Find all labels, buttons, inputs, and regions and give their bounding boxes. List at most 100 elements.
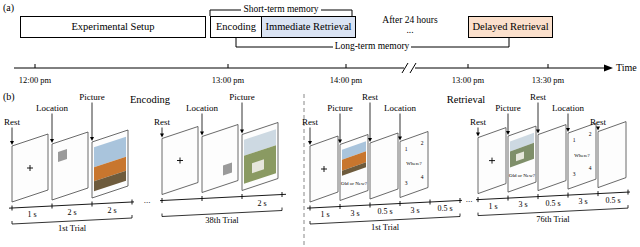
- photo-animal: [516, 151, 524, 161]
- axis-tick: [430, 200, 431, 205]
- screen-slide: [52, 132, 88, 200]
- slide-prompt: Old or New?: [509, 173, 535, 178]
- axis-tick: [400, 201, 401, 206]
- axis-tick: [228, 64, 229, 68]
- time-axis: [14, 68, 606, 69]
- event-label: Rest: [590, 118, 606, 127]
- axis-break-gap: [404, 62, 415, 74]
- axis-tick: [478, 197, 479, 202]
- axis-tick: [242, 194, 243, 199]
- duration-label: 1 s: [27, 211, 36, 219]
- axis-tick: [538, 194, 539, 199]
- trial-label: 76th Trial: [536, 215, 569, 224]
- fixation-cross: [492, 158, 493, 164]
- event-arrow: [568, 114, 569, 130]
- arrow-head: [240, 130, 244, 134]
- time-tick-label: 12:00 pm: [19, 76, 51, 85]
- duration-label: 3 s: [578, 198, 587, 206]
- axis-break-mark: [402, 63, 408, 73]
- arrow-head: [506, 131, 510, 135]
- axis-tick: [202, 196, 203, 201]
- axis-break-mark: [410, 63, 416, 73]
- event-label: Location: [384, 104, 416, 113]
- axis-tick: [598, 191, 599, 196]
- event-label: Rest: [302, 118, 318, 127]
- time-tick-label: 13:00 pm: [212, 76, 244, 85]
- screen-slide: [478, 128, 506, 194]
- screen-slide: [310, 136, 338, 202]
- arrow-head: [536, 130, 540, 134]
- photo-ground: [342, 162, 366, 176]
- event-label: Rest: [470, 118, 486, 127]
- bracket-label: Long-term memory: [333, 42, 412, 52]
- event-arrow: [340, 114, 341, 141]
- event-arrow: [400, 114, 401, 138]
- time-tick-label: 13:30 pm: [532, 76, 564, 85]
- axis-tick: [346, 64, 347, 68]
- event-arrow: [92, 103, 93, 139]
- location-square: [223, 163, 232, 176]
- phase-title: Retrieval: [447, 95, 485, 106]
- axis-tick: [12, 206, 13, 211]
- duration-label: 3 s: [410, 207, 419, 215]
- duration-label: 0.5 s: [545, 200, 560, 208]
- trial-label: 38th Trial: [205, 216, 238, 225]
- screen-slide: [508, 126, 536, 192]
- time-tick-label: 14:00 pm: [330, 76, 362, 85]
- duration-label: 0.5 s: [437, 205, 452, 213]
- screen-slide: [538, 125, 566, 191]
- screen-slide: [598, 122, 626, 188]
- duration-label: 2 s: [107, 207, 116, 215]
- arrow-head: [160, 134, 164, 138]
- stage-box: Experimental Setup: [20, 16, 206, 38]
- duration-label: 3 s: [350, 210, 359, 218]
- bracket-label: Short-term memory: [241, 5, 320, 15]
- arrow-head: [338, 140, 342, 144]
- arrow-head: [308, 141, 312, 145]
- event-label: Picture: [495, 104, 521, 113]
- fixation-cross: [30, 165, 31, 171]
- trial-label: 1st Trial: [371, 223, 399, 232]
- event-arrow: [52, 114, 53, 141]
- stage-label: Encoding: [216, 22, 256, 33]
- trial-axis: [160, 194, 286, 200]
- event-label: Picture: [79, 93, 105, 102]
- axis-tick: [508, 196, 509, 201]
- axis-tick: [548, 64, 549, 68]
- arrow-head: [50, 139, 54, 143]
- location-square: [58, 149, 67, 162]
- axis-tick: [628, 190, 629, 195]
- event-arrow: [370, 103, 371, 140]
- trial-label: 1st Trial: [58, 224, 86, 233]
- event-arrow: [12, 128, 13, 143]
- arrow-head: [10, 141, 14, 145]
- fixation-cross: [180, 158, 181, 164]
- photo-field: [244, 145, 276, 184]
- axis-tick: [282, 192, 283, 197]
- ellipsis: ...: [466, 195, 473, 204]
- ellipsis: ...: [144, 196, 151, 205]
- event-arrow: [310, 128, 311, 143]
- arrow-head: [566, 128, 570, 132]
- location-number: 4: [421, 175, 424, 181]
- screen-slide: [92, 130, 128, 198]
- location-number: 4: [589, 166, 592, 172]
- axis-tick: [568, 193, 569, 198]
- axis-tick: [52, 204, 53, 209]
- axis-tick: [340, 204, 341, 209]
- location-number: 1: [573, 138, 576, 144]
- slide-prompt: Where?: [574, 153, 590, 158]
- axis-tick: [460, 198, 461, 203]
- axis-label: Time: [616, 63, 637, 73]
- screen-slide: [340, 135, 368, 201]
- axis-tick: [162, 198, 163, 203]
- event-label: Picture: [229, 93, 255, 102]
- fixation-cross: [324, 166, 325, 172]
- duration-label: 0.5 s: [605, 197, 620, 205]
- arrow-head: [200, 132, 204, 136]
- arrow-head: [596, 127, 600, 131]
- trial-bracket: [162, 208, 282, 217]
- axis-tick: [370, 203, 371, 208]
- axis-arrow-head: [604, 65, 613, 72]
- event-label: Rest: [530, 93, 546, 102]
